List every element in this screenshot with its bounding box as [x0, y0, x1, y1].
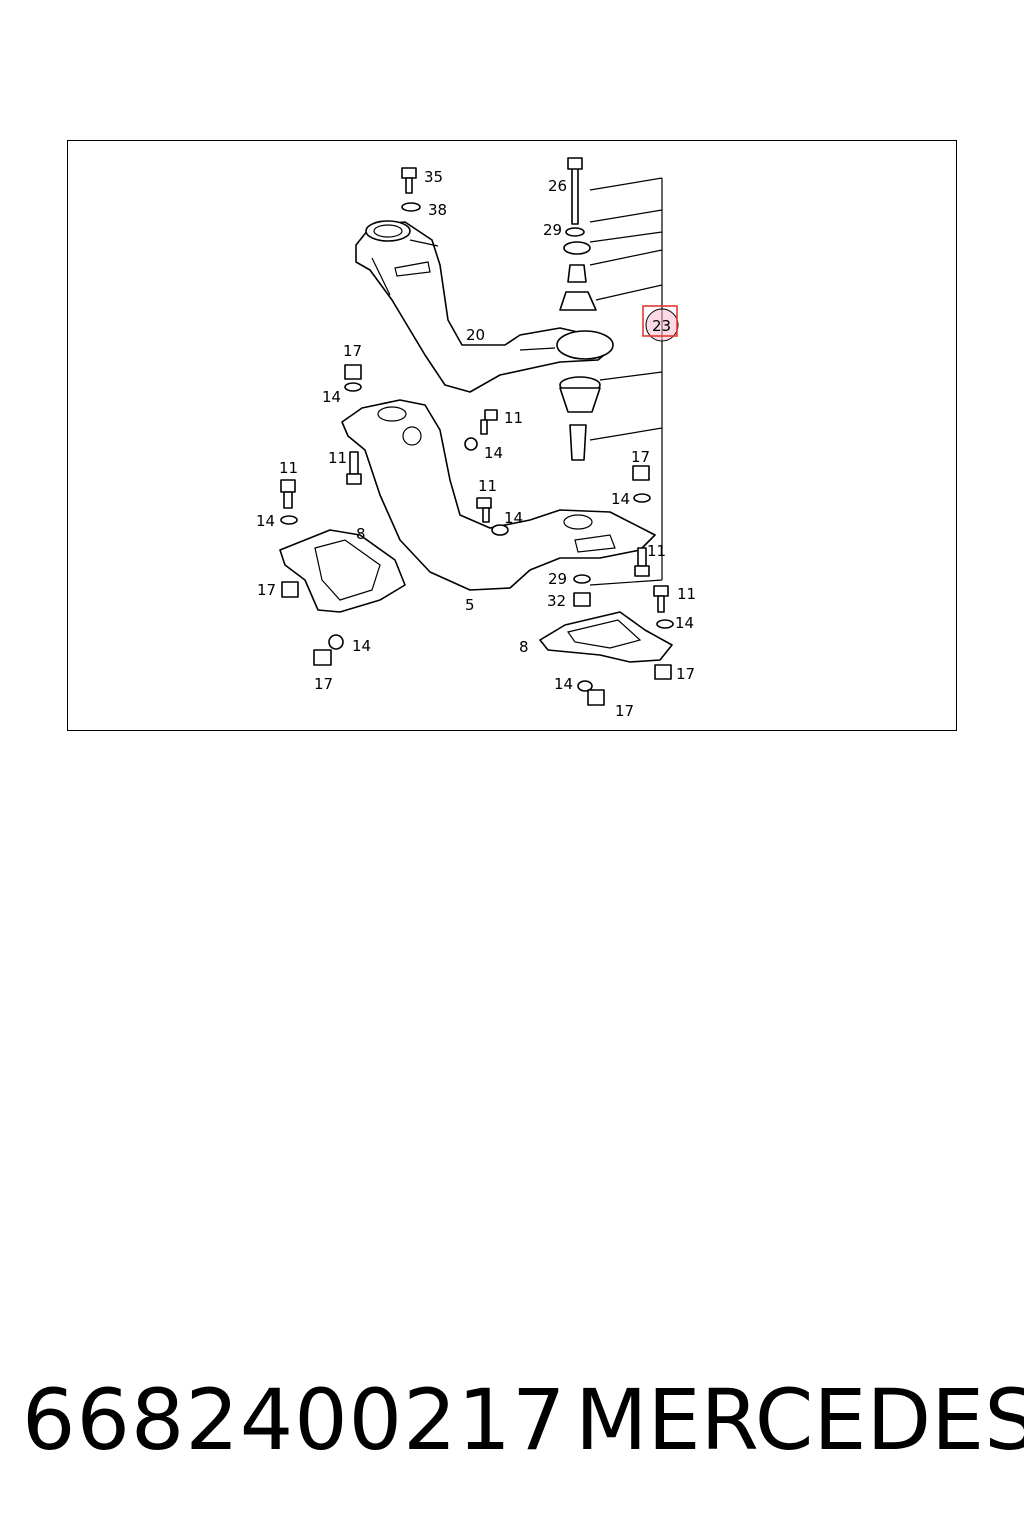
callout-label: 32: [547, 592, 566, 610]
callout-label: 11: [478, 477, 497, 495]
callout-label: 29: [543, 221, 562, 239]
callout-label: 14: [352, 637, 371, 655]
fasteners: [280, 167, 674, 706]
callout-label: 11: [677, 585, 696, 603]
callout-label: 14: [675, 614, 694, 632]
callout-label: 38: [428, 201, 447, 219]
callout-label: 14: [322, 388, 341, 406]
callout-label: 17: [314, 675, 333, 693]
callout-label: 17: [257, 581, 276, 599]
mount-bracket-right: [539, 611, 673, 663]
callout-label: 11: [504, 409, 523, 427]
callout-label: 11: [279, 459, 298, 477]
diagram-frame: [67, 140, 957, 731]
callout-label: 17: [343, 342, 362, 360]
mount-bracket-left: [279, 529, 406, 613]
part-number: 6682400217: [22, 1371, 567, 1469]
callout-label: 8: [519, 638, 529, 656]
callout-label: 11: [328, 449, 347, 467]
brand-name: MERCEDES: [575, 1371, 1024, 1469]
callout-label: 8: [356, 525, 366, 543]
callout-label: 17: [615, 702, 634, 720]
callout-label: 26: [548, 177, 567, 195]
footer: 6682400217 MERCEDES: [0, 1370, 1024, 1480]
callout-label: 11: [647, 542, 666, 560]
callout-label: 14: [256, 512, 275, 530]
callout-label: 35: [424, 168, 443, 186]
crossmember-5: [341, 399, 656, 591]
callout-label: 14: [484, 444, 503, 462]
hardware-stack: [556, 157, 663, 586]
callout-label: 29: [548, 570, 567, 588]
callout-label: 14: [554, 675, 573, 693]
callout-label: 20: [466, 326, 485, 344]
highlight-label: 23: [652, 317, 671, 335]
callout-label: 17: [676, 665, 695, 683]
highlighted-callout[interactable]: 23: [642, 305, 679, 342]
callout-label: 5: [465, 596, 475, 614]
callout-label: 17: [631, 448, 650, 466]
callout-label: 14: [611, 490, 630, 508]
callout-label: 14: [504, 509, 523, 527]
